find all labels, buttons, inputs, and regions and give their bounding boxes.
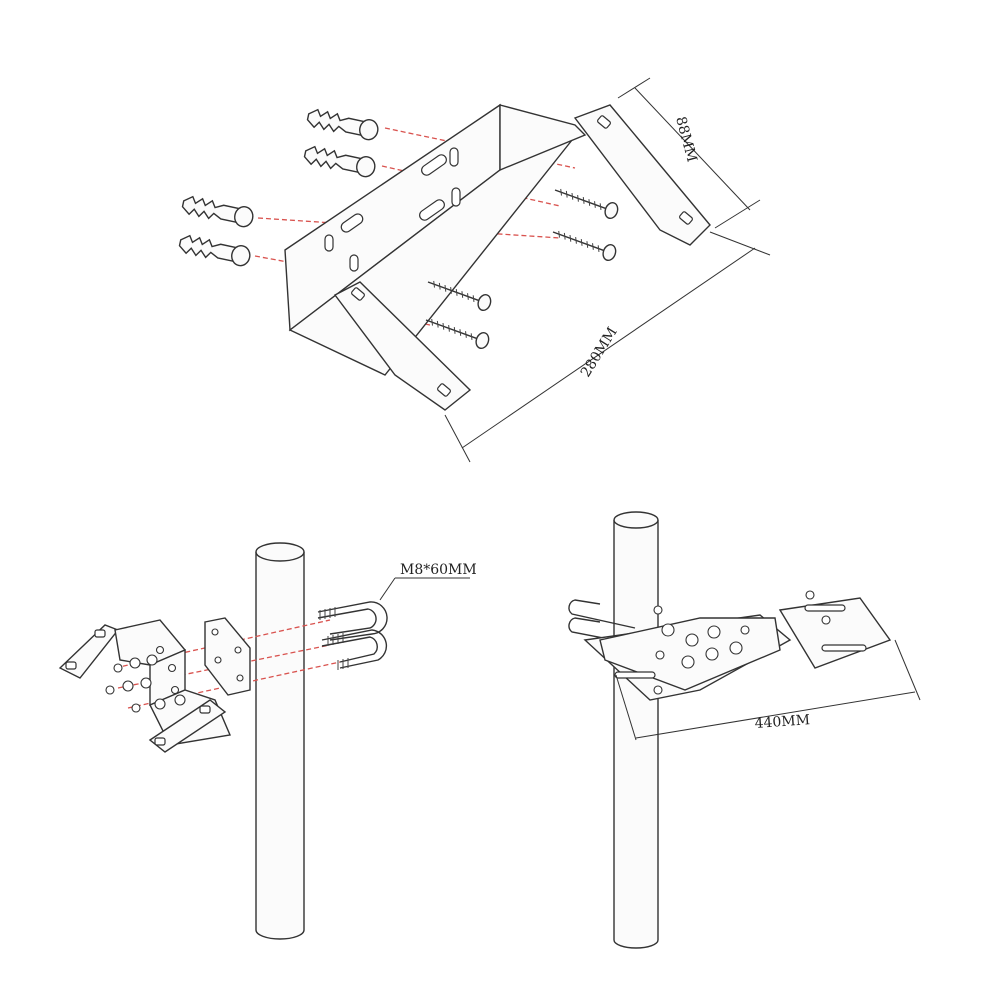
wall-anchor [181, 195, 254, 228]
wall-bracket-assembly: 88MM 280MM [178, 77, 771, 463]
wall-anchors [178, 108, 379, 267]
pole [613, 511, 659, 949]
screw [427, 280, 492, 312]
nuts-and-washers [105, 654, 186, 713]
depth-dimension-label: 88MM [672, 115, 699, 164]
pole-mount-assembled: 440MM [568, 511, 921, 949]
width-dimension-label: 440MM [754, 712, 810, 732]
u-bolts [317, 601, 388, 670]
mounting-plate [583, 590, 892, 701]
bolt-size-callout: M8*60MM [379, 562, 477, 601]
width-dimension: 440MM [615, 639, 921, 741]
wall-anchor [303, 145, 376, 178]
wall-anchor [306, 108, 379, 141]
pole-mount-exploded: M8*60MM [58, 542, 477, 940]
screw [425, 318, 490, 350]
wood-screws [425, 188, 619, 350]
pole-bracket [58, 617, 251, 753]
width-dimension: 280MM [444, 231, 771, 463]
pole [255, 542, 305, 940]
u-bolts [568, 599, 641, 646]
wall-bracket [284, 103, 711, 411]
wall-anchor [178, 234, 251, 267]
screw [554, 188, 619, 220]
bolt-size-label: M8*60MM [400, 562, 477, 578]
width-dimension-label: 280MM [578, 325, 621, 380]
screw [552, 230, 617, 262]
